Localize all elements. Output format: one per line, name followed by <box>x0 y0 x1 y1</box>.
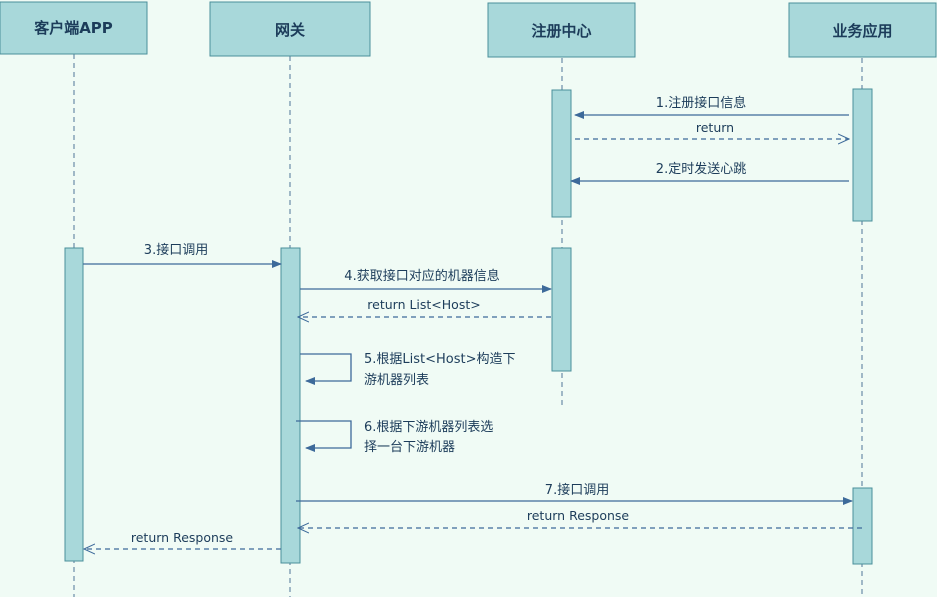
participant-registry-label: 注册中心 <box>531 22 591 40</box>
label-m5-line2: 游机器列表 <box>364 373 429 388</box>
activation-service-1 <box>852 88 873 222</box>
label-m6-line2: 择一台下游机器 <box>364 440 455 455</box>
participant-gateway-box <box>209 1 371 57</box>
label-m6-line1: 6.根据下游机器列表选 <box>364 420 493 435</box>
activation-registry-1 <box>551 89 572 218</box>
label-m4: 4.获取接口对应的机器信息 <box>344 268 499 284</box>
participant-client-label: 客户端APP <box>33 19 113 37</box>
participant-client-box <box>0 1 148 55</box>
label-m1-return: return <box>696 120 734 135</box>
arrow-m5-self <box>300 353 352 385</box>
label-m7-return: return Response <box>527 508 630 523</box>
label-m2: 2.定时发送心跳 <box>656 161 746 177</box>
label-m4-return: return List<Host> <box>367 297 480 312</box>
label-m3-return: return Response <box>131 530 234 545</box>
label-m3: 3.接口调用 <box>144 242 208 258</box>
activation-client <box>64 247 84 562</box>
arrow-m6-self <box>296 420 352 452</box>
activation-registry-2 <box>551 247 572 372</box>
participant-service-box <box>788 2 937 58</box>
participant-registry-box <box>487 2 636 58</box>
activation-service-2 <box>852 487 873 565</box>
activation-gateway <box>280 247 301 564</box>
label-m5-line1: 5.根据List<Host>构造下 <box>364 352 516 367</box>
participant-service-label: 业务应用 <box>832 22 892 40</box>
label-m1: 1.注册接口信息 <box>656 95 746 111</box>
participant-gateway-label: 网关 <box>275 21 305 39</box>
label-m7: 7.接口调用 <box>545 482 609 498</box>
